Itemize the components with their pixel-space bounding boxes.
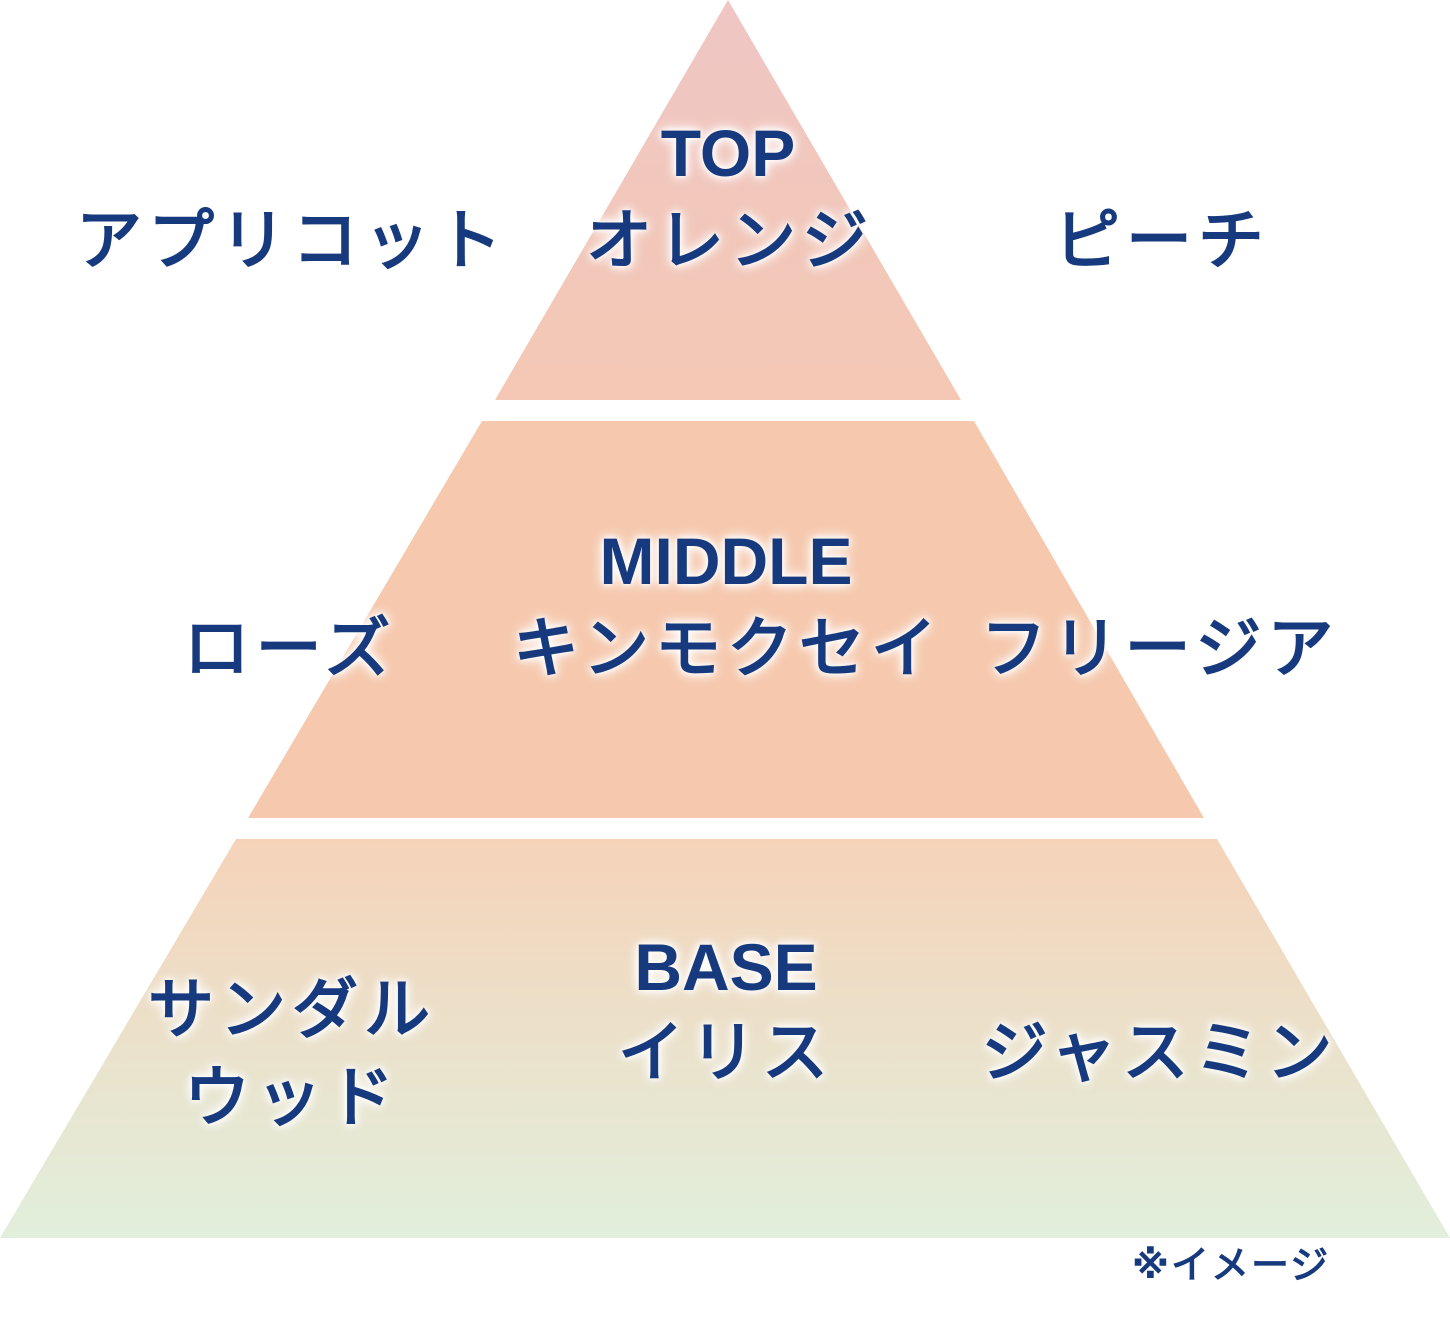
top-tier xyxy=(495,0,961,400)
middle-center-note: キンモクセイ xyxy=(512,610,944,687)
top-right-note: ピーチ xyxy=(1054,202,1270,279)
base-center-note: イリス xyxy=(618,1014,834,1091)
base-left-note-line2: ウッド xyxy=(184,1059,400,1136)
top-tier-title: TOP xyxy=(660,116,796,190)
image-disclaimer: ※イメージ xyxy=(1132,1243,1331,1287)
base-left-note: サンダル ウッド xyxy=(148,966,436,1142)
base-right-note: ジャスミン xyxy=(981,1014,1339,1091)
base-tier xyxy=(0,839,1450,1238)
middle-left-note: ローズ xyxy=(183,610,397,687)
top-left-note: アプリコット xyxy=(76,202,508,279)
middle-right-note: フリージア xyxy=(980,610,1340,687)
top-center-note: オレンジ xyxy=(586,202,874,279)
base-left-note-line1: サンダル xyxy=(148,971,436,1048)
middle-tier xyxy=(248,421,1204,818)
middle-tier-title: MIDDLE xyxy=(599,524,853,598)
base-tier-title: BASE xyxy=(634,930,818,1004)
